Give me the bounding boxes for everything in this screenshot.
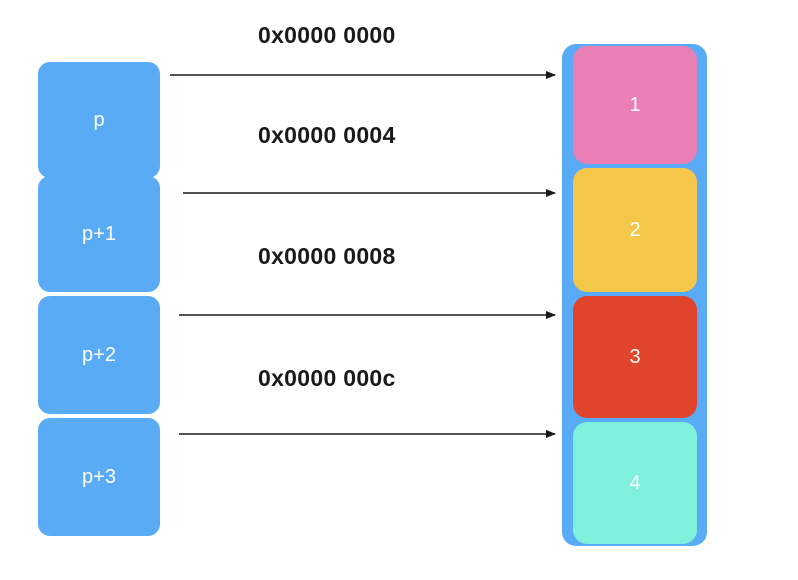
cell-value: 4 bbox=[629, 471, 641, 494]
cell-value: 3 bbox=[629, 345, 641, 368]
pointer-label: p+2 bbox=[82, 343, 116, 366]
address-label: 0x0000 000c bbox=[258, 365, 396, 391]
array-cell-2: 2 bbox=[573, 168, 697, 292]
address-label: 0x0000 0004 bbox=[258, 122, 396, 148]
pointer-box-p: p bbox=[38, 62, 160, 178]
array-cell-3: 3 bbox=[573, 296, 697, 418]
array-cell-1: 1 bbox=[573, 46, 697, 164]
address-label: 0x0000 0008 bbox=[258, 243, 396, 269]
pointer-box-p-plus-2: p+2 bbox=[38, 296, 160, 414]
pointer-box-p-plus-1: p+1 bbox=[38, 176, 160, 292]
pointer-box-p-plus-3: p+3 bbox=[38, 418, 160, 536]
address-label: 0x0000 0000 bbox=[258, 22, 396, 48]
pointer-label: p+3 bbox=[82, 465, 116, 488]
pointer-label: p+1 bbox=[82, 222, 116, 245]
pointer-label: p bbox=[93, 108, 105, 131]
array-cell-4: 4 bbox=[573, 422, 697, 544]
cell-value: 2 bbox=[629, 218, 641, 241]
cell-value: 1 bbox=[629, 93, 641, 116]
